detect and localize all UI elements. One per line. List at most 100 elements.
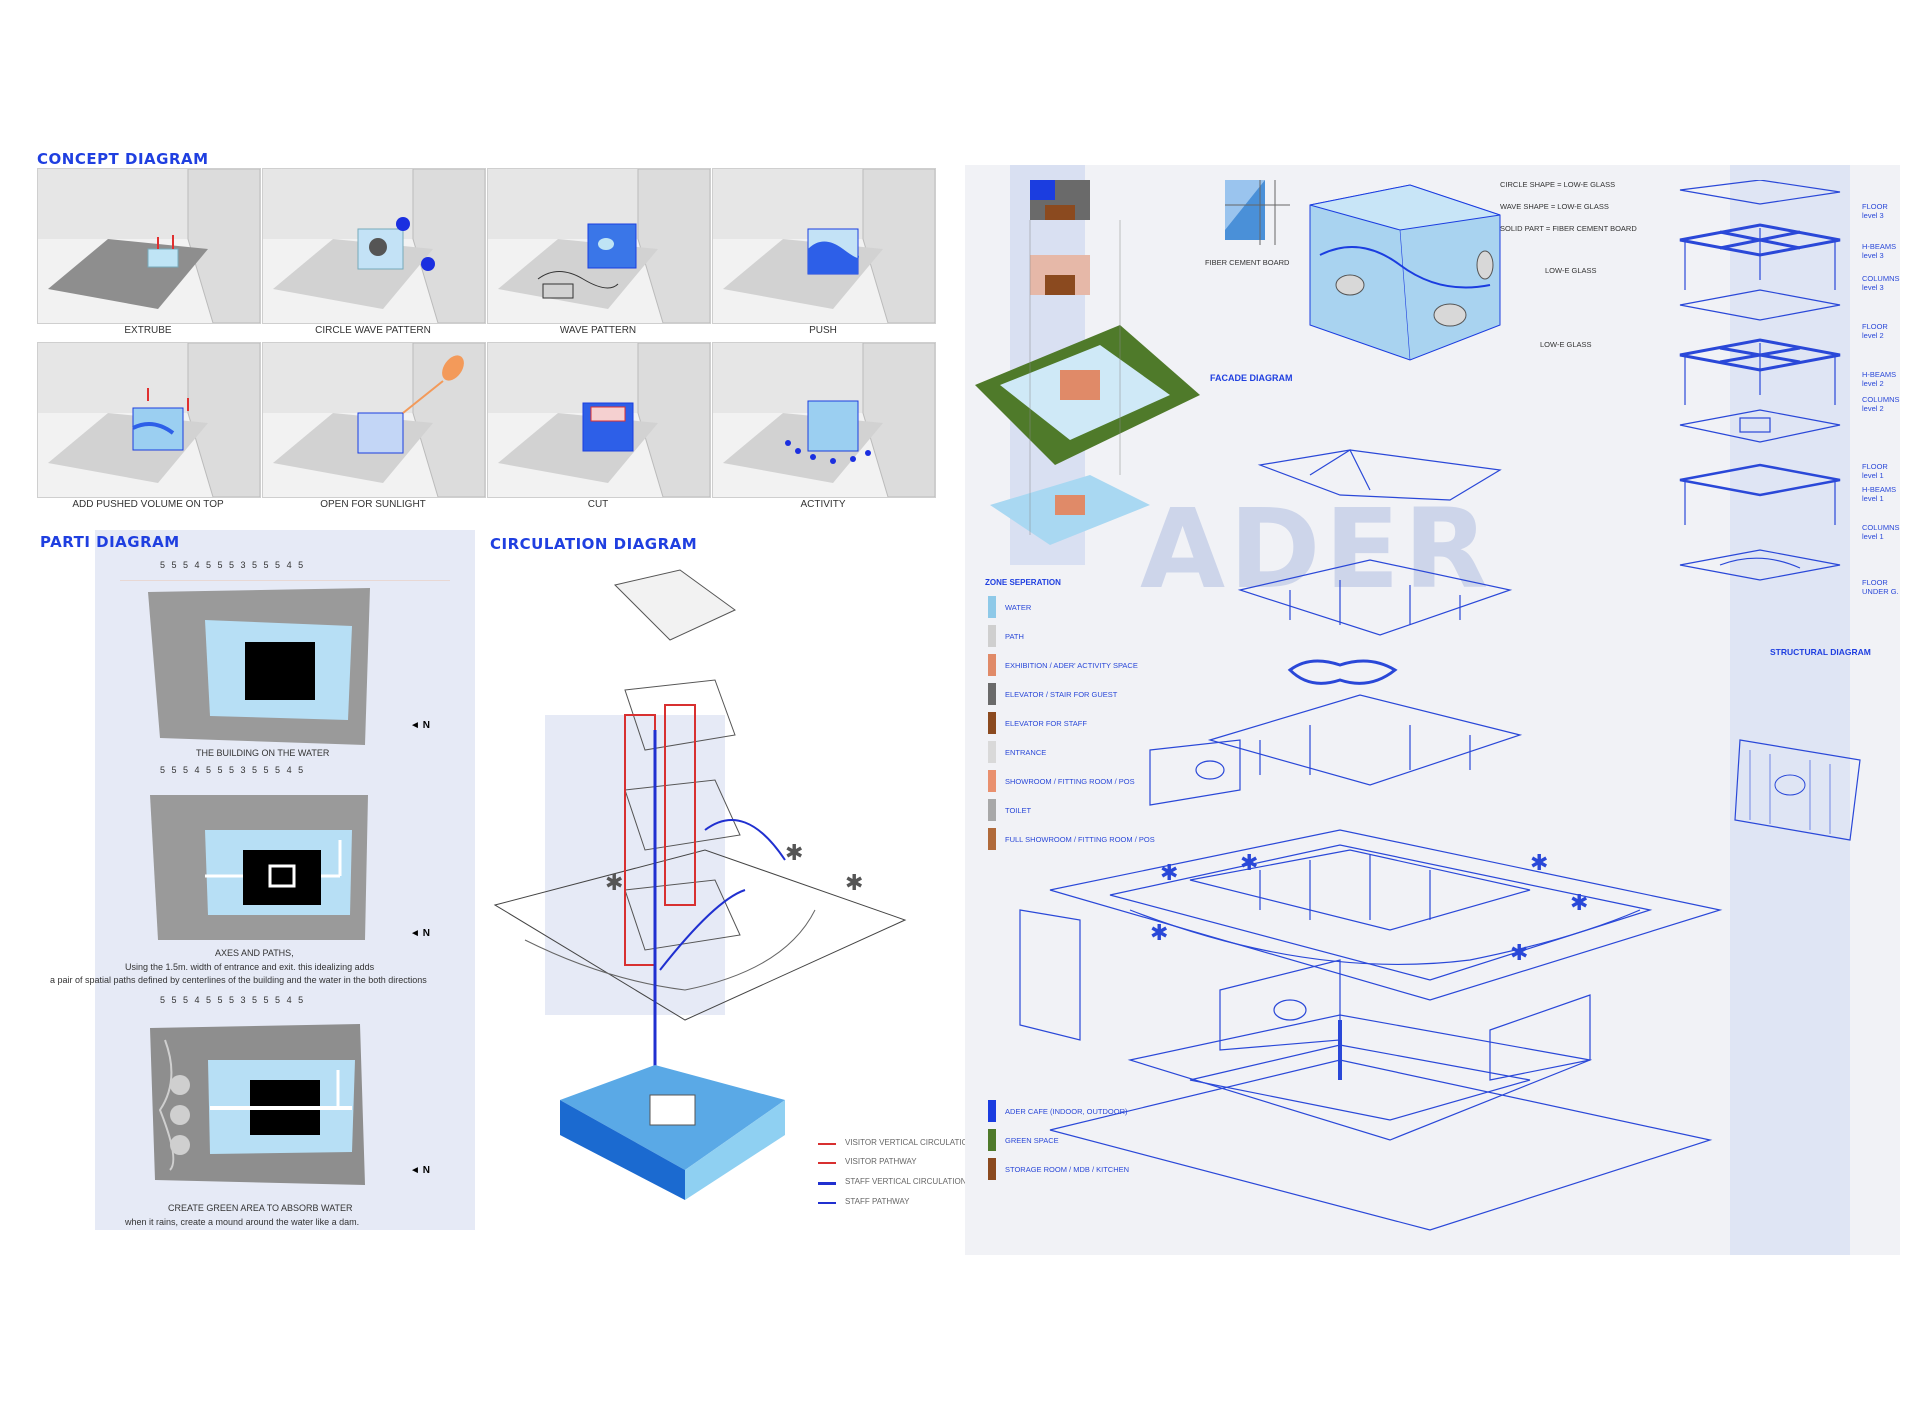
svg-text:✱: ✱ [1510,940,1528,965]
zone-label-elevator-guest: ELEVATOR / STAIR FOR GUEST [1005,690,1118,699]
push-sketch [713,169,935,323]
zone-label-storage: STORAGE ROOM / MDB / KITCHEN [1005,1165,1130,1174]
caption-add-volume: ADD PUSHED VOLUME ON TOP [72,499,224,510]
label-low-e-glass-2: LOW-E GLASS [1540,340,1592,349]
svg-text:✱: ✱ [785,840,803,865]
structural-stack [1679,180,1841,581]
zone-swatch-full-showroom [988,828,996,850]
parti-dimension-row-2: 5 5 5 4 5 5 5 3 5 5 5 4 5 [160,765,306,775]
extrude-sketch [38,169,260,323]
exploded-axonometric: ✱ ✱ ✱ ✱ ✱ ✱ [1019,449,1723,1231]
facade-wing-right [1734,739,1861,841]
parti-title: PARTI DIAGRAM [40,533,180,551]
caption-wave: WAVE PATTERN [559,325,637,336]
cut-sketch [488,343,710,497]
caption-extrude: EXTRUBE [124,325,172,336]
zone-swatch-path [988,625,996,647]
concept-title: CONCEPT DIAGRAM [37,150,209,168]
svg-text:✱: ✱ [1530,850,1548,875]
north-arrow-2: ◄ N [410,928,430,939]
legend-label-visitor-path: VISITOR PATHWAY [845,1157,917,1166]
zone-label-cafe: ADER CAFE (INDOOR, OUTDOOR) [1005,1107,1128,1116]
caption-cut: CUT [587,499,609,510]
circulation-axonometric: ✱ ✱ ✱ [493,569,907,1200]
concept-panel-extrude [37,168,261,324]
parti-dimension-row-1: 5 5 5 4 5 5 5 3 5 5 5 4 5 [160,560,306,570]
zone-label-entrance: ENTRANCE [1005,748,1047,757]
caption-push: PUSH [809,325,837,336]
zone-label-elevator-staff: ELEVATOR FOR STAFF [1005,719,1087,728]
legend-line-visitor-path [818,1162,836,1164]
parti-caption-1: THE BUILDING ON THE WATER [196,748,330,758]
zone-label-path: PATH [1005,632,1024,641]
caption-circle-wave: CIRCLE WAVE PATTERN [315,325,431,336]
zone-label-water: WATER [1005,603,1032,612]
concept-panel-push [712,168,936,324]
label-low-e-glass-1: LOW-E GLASS [1545,266,1597,275]
parti-dimension-row-3: 5 5 5 4 5 5 5 3 5 5 5 4 5 [160,995,306,1005]
concept-panel-cut [487,342,711,498]
wave-sketch [488,169,710,323]
parti-caption-2-title: AXES AND PATHS, [215,948,294,958]
structural-title: STRUCTURAL DIAGRAM [1770,647,1871,657]
zone-label-full-showroom: FULL SHOWROOM / FITTING ROOM / POS [1005,835,1155,844]
north-arrow-3: ◄ N [410,1165,430,1176]
zone-swatch-toilet [988,799,996,821]
concept-panel-sunlight [262,342,486,498]
svg-text:✱: ✱ [1150,920,1168,945]
zone-label-toilet: TOILET [1005,806,1032,815]
parti-caption-2-line1: Using the 1.5m. width of entrance and ex… [125,962,375,972]
zone-label-green: GREEN SPACE [1005,1136,1059,1145]
svg-text:✱: ✱ [845,870,863,895]
zone-label-exhibition: EXHIBITION / ADER' ACTIVITY SPACE [1005,661,1138,670]
facade-panel-detail [1225,180,1290,245]
legend-line-visitor-vertical [818,1143,836,1145]
parti-axes-paths [150,795,368,940]
zone-swatch-elevator-guest [988,683,996,705]
zone-swatch-showroom [988,770,996,792]
caption-activity: ACTIVITY [800,499,846,510]
program-stack [975,180,1200,545]
concept-panel-activity [712,342,936,498]
svg-text:✱: ✱ [605,870,623,895]
legend-label-staff-path: STAFF PATHWAY [845,1197,910,1206]
activity-sketch [713,343,935,497]
concept-panel-circle-wave [262,168,486,324]
facade-note-3: SOLID PART = FIBER CEMENT BOARD [1500,224,1637,233]
parti-caption-3-title: CREATE GREEN AREA TO ABSORB WATER [168,1203,353,1213]
svg-text:✱: ✱ [1240,850,1258,875]
circulation-title: CIRCULATION DIAGRAM [490,535,698,553]
caption-sunlight: OPEN FOR SUNLIGHT [320,499,426,510]
parti-green-area [150,1024,365,1185]
circle-wave-sketch [263,169,485,323]
zone-swatch-storage [988,1158,996,1180]
zone-swatch-elevator-staff [988,712,996,734]
concept-panel-add-volume [37,342,261,498]
legend-line-staff-vertical [818,1182,836,1185]
legend-label-staff-vertical: STAFF VERTICAL CIRCULATION [845,1177,967,1186]
add-volume-sketch [38,343,260,497]
zone-swatch-exhibition [988,654,996,676]
ader-watermark: ADER [1140,485,1493,613]
label-fiber-board: FIBER CEMENT BOARD [1205,258,1290,267]
facade-title: FACADE DIAGRAM [1210,373,1293,383]
north-arrow-1: ◄ N [410,720,430,731]
svg-text:✱: ✱ [1160,860,1178,885]
facade-note-2: WAVE SHAPE = LOW-E GLASS [1500,202,1609,211]
parti-caption-3-line1: when it rains, create a mound around the… [125,1217,360,1227]
sunlight-sketch [263,343,485,497]
zone-label-showroom: SHOWROOM / FITTING ROOM / POS [1005,777,1135,786]
parti-caption-2-line2: a pair of spatial paths defined by cente… [50,975,427,985]
zone-swatch-entrance [988,741,996,763]
zone-swatch-green [988,1129,996,1151]
zone-swatch-water [988,596,996,618]
legend-label-visitor-vertical: VISITOR VERTICAL CIRCULATION [845,1138,974,1147]
svg-text:✱: ✱ [1570,890,1588,915]
zone-swatch-cafe [988,1100,996,1122]
